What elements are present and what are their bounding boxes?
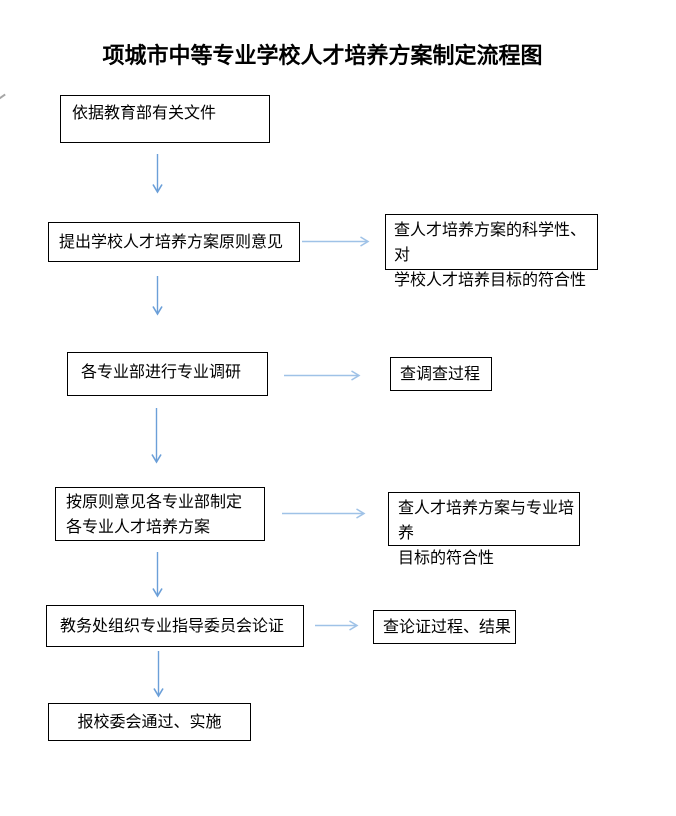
- flow-check-review-results: 查论证过程、结果: [373, 610, 516, 644]
- flow-step-committee-review: 教务处组织专业指导委员会论证: [46, 605, 304, 647]
- flow-step-draft-programs: 按原则意见各专业部制定 各专业人才培养方案: [55, 487, 265, 541]
- flow-step-basis-documents: 依据教育部有关文件: [60, 95, 270, 143]
- edge-artifact-mark: [0, 93, 6, 101]
- flow-check-survey-process: 查调查过程: [390, 357, 492, 391]
- flow-step-department-research: 各专业部进行专业调研: [67, 352, 268, 396]
- flow-check-goal-compliance: 查人才培养方案与专业培养 目标的符合性: [388, 492, 580, 567]
- flow-step-propose-principles: 提出学校人才培养方案原则意见: [48, 222, 300, 262]
- page-title: 项城市中等专业学校人才培养方案制定流程图: [102, 43, 543, 68]
- flow-check-scientific-compliance: 查人才培养方案的科学性、对 学校人才培养目标的符合性: [385, 214, 598, 289]
- flow-step-approve-implement: 报校委会通过、实施: [48, 703, 251, 741]
